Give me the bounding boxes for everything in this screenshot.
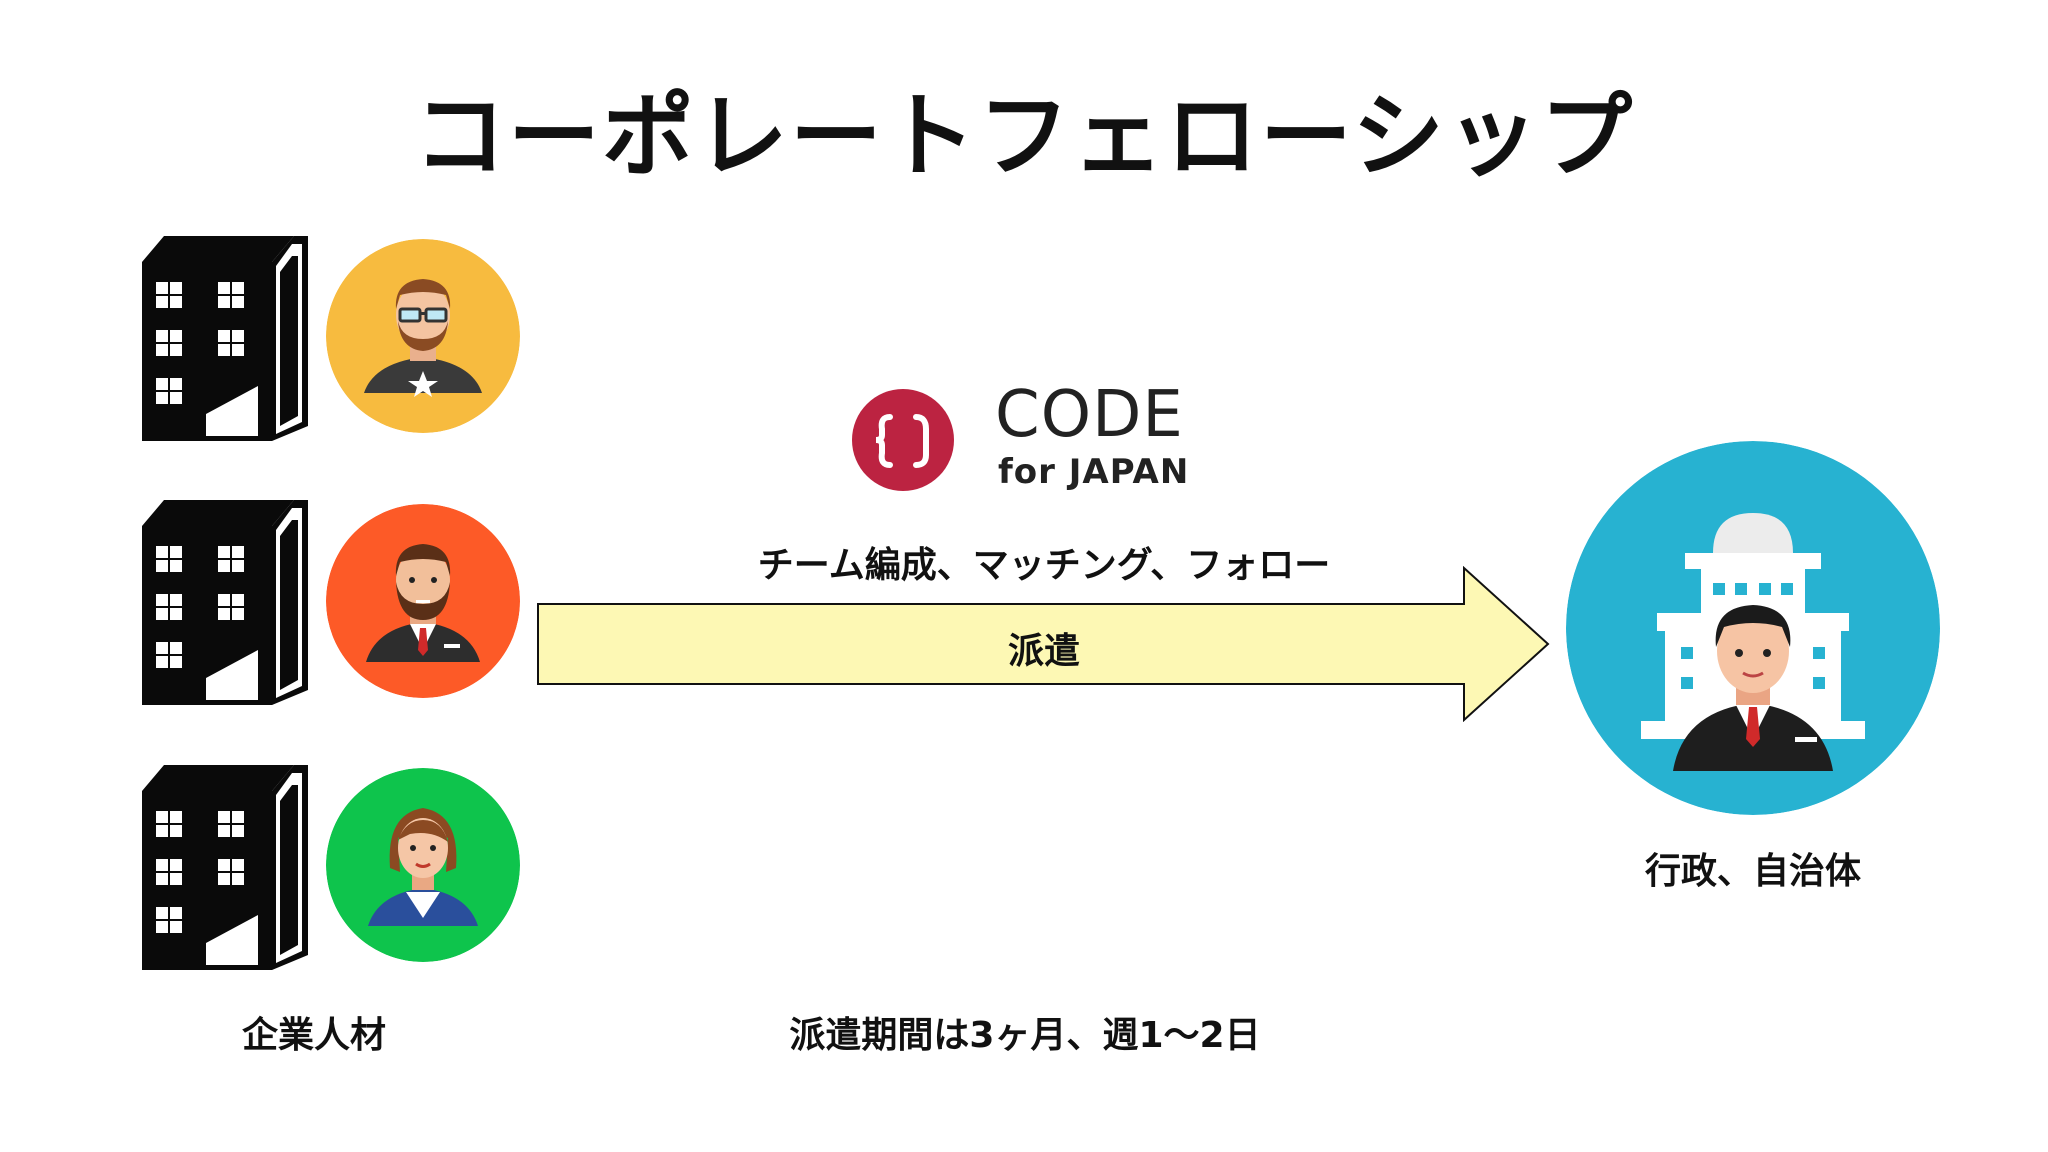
left-label-corporate-talent: 企業人材 — [241, 1015, 386, 1056]
logo-wordmark-code: CODE — [995, 378, 1184, 452]
government-avatar — [1566, 441, 1940, 815]
government-official-icon — [1566, 441, 1940, 815]
avatar-employee-1 — [326, 239, 520, 433]
office-building-icon — [142, 236, 308, 441]
logo-wordmark-for-japan: for JAPAN — [998, 452, 1190, 492]
office-building-icon — [142, 500, 308, 705]
right-label-government: 行政、自治体 — [1644, 851, 1861, 892]
dispatch-arrow-label: 派遣 — [1007, 631, 1080, 672]
dispatch-period-note: 派遣期間は3ヶ月、週1〜2日 — [789, 1015, 1261, 1056]
businesswoman-icon — [326, 768, 520, 962]
office-building-icon — [142, 765, 308, 970]
service-label: チーム編成、マッチング、フォロー — [757, 545, 1331, 586]
man-with-glasses-icon — [326, 239, 520, 433]
page-title: コーポレートフェローシップ — [413, 83, 1635, 190]
code-for-japan-logo-icon — [852, 389, 954, 491]
bearded-businessman-icon — [326, 504, 520, 698]
avatar-employee-3 — [326, 768, 520, 962]
avatar-employee-2 — [326, 504, 520, 698]
dispatch-arrow — [537, 566, 1550, 722]
